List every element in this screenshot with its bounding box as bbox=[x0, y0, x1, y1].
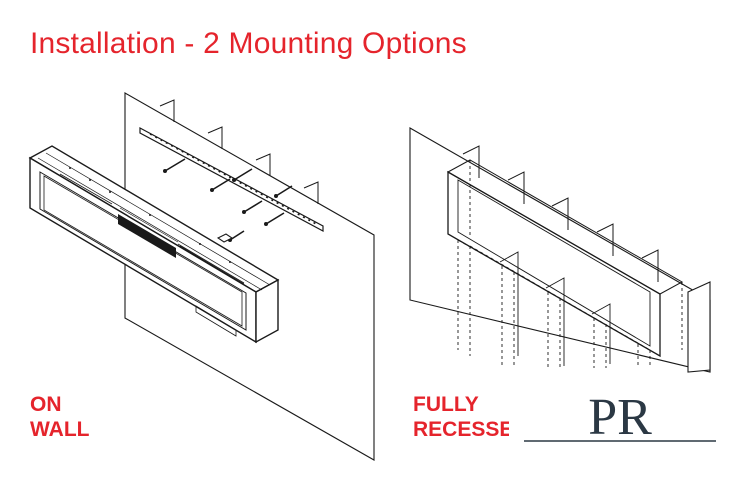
on-wall-line2: WALL bbox=[30, 418, 90, 441]
recessed-line1: FULLY bbox=[413, 393, 479, 416]
logo-letters: PR bbox=[588, 389, 652, 446]
page-title: Installation - 2 Mounting Options bbox=[30, 27, 467, 60]
on-wall-label: ON WALL bbox=[30, 392, 89, 442]
brand-logo: PR bbox=[524, 389, 716, 446]
on-wall-line1: ON bbox=[30, 393, 62, 416]
fully-recessed-label: FULLY RECESSED bbox=[413, 392, 509, 442]
recessed-line2: RECESSED bbox=[413, 418, 509, 441]
